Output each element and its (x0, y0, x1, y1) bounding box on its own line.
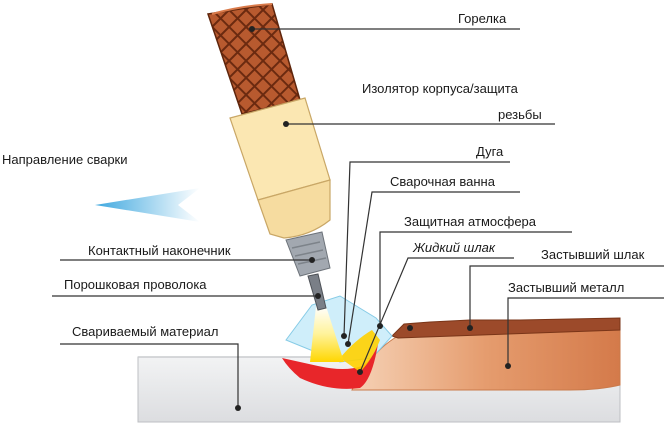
label-flux-wire: Порошковая проволока (64, 277, 207, 292)
leader-lines (52, 28, 664, 408)
label-solid-slag: Застывший шлак (541, 247, 645, 262)
label-arc: Дуга (476, 144, 504, 159)
label-solid-metal: Застывший металл (508, 280, 624, 295)
label-insulator-line1: Изолятор корпуса/защита (362, 81, 519, 96)
dot-flux-wire (315, 293, 321, 299)
dot-torch (249, 26, 255, 32)
solid-metal (351, 327, 621, 391)
liquid-slag (340, 330, 380, 372)
flux-wire (307, 273, 327, 311)
label-torch: Горелка (458, 11, 507, 26)
arrow-left-icon (95, 188, 200, 222)
dot-liquid-slag (357, 369, 363, 375)
contact-tip (285, 231, 331, 277)
dot-insulator (283, 121, 289, 127)
leader-dots (235, 26, 511, 411)
leader-solid-metal (507, 297, 664, 366)
dot-solid-slag (467, 325, 473, 331)
dot-slag-edge (407, 325, 413, 331)
label-contact-tip: Контактный наконечник (88, 243, 231, 258)
leader-liquid-slag (359, 257, 514, 373)
leader-gas (379, 231, 572, 326)
leader-arc (343, 161, 510, 337)
arc (310, 306, 344, 362)
solid-slag (391, 317, 621, 339)
label-insulator-line2: резьбы (498, 107, 542, 122)
dot-solid-metal (505, 363, 511, 369)
label-shield-gas: Защитная атмосфера (404, 214, 537, 229)
labels: Горелка Изолятор корпуса/защита резьбы Н… (2, 11, 645, 339)
leader-base (60, 343, 239, 408)
dot-base (235, 405, 241, 411)
torch-handle (207, 3, 301, 115)
dot-gas (377, 323, 383, 329)
leader-solid-slag (469, 265, 664, 328)
weld-pool (282, 344, 378, 389)
label-weld-pool: Сварочная ванна (390, 174, 496, 189)
label-direction: Направление сварки (2, 152, 128, 167)
dot-arc (341, 333, 347, 339)
label-liquid-slag: Жидкий шлак (412, 240, 496, 255)
dot-contact-tip (309, 257, 315, 263)
label-base-material: Свариваемый материал (72, 324, 218, 339)
leader-pool (347, 191, 520, 345)
dot-pool (345, 341, 351, 347)
insulator (229, 97, 331, 239)
